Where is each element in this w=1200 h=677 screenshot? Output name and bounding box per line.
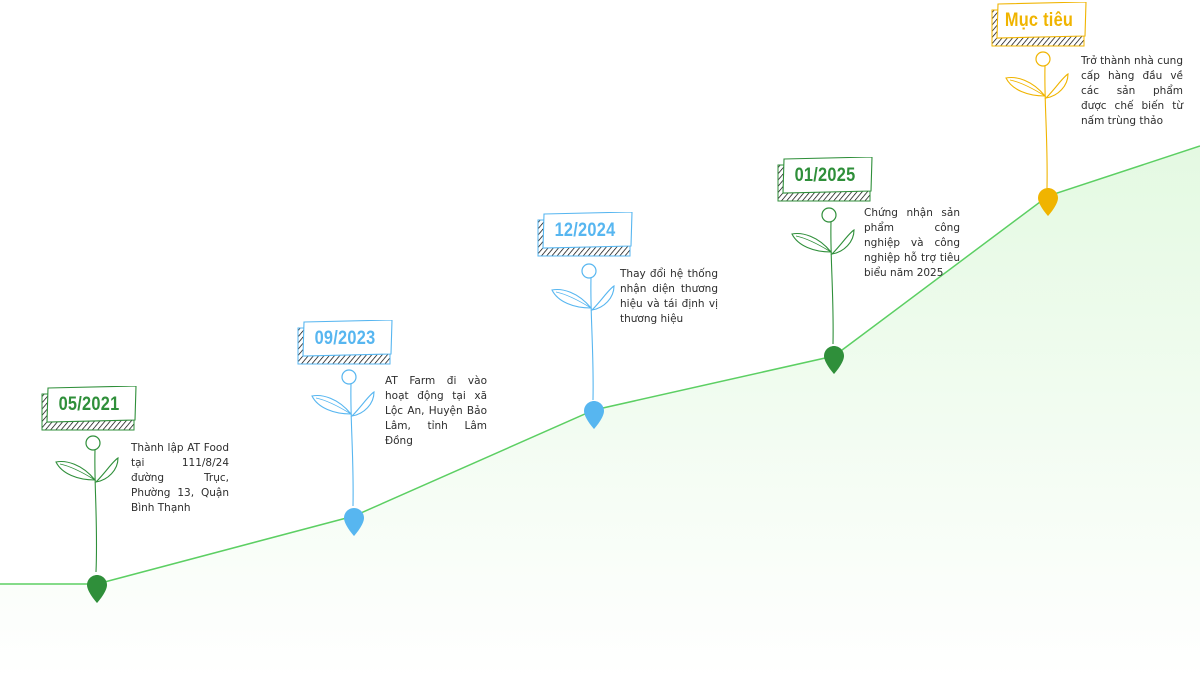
date-label: 09/2023 xyxy=(296,320,394,366)
sprout-icon xyxy=(311,369,375,507)
milestone-description: Trở thành nhà cung cấp hàng đầu về các s… xyxy=(1081,55,1183,127)
sprout-icon xyxy=(551,263,615,401)
milestone-description: Chứng nhận sản phẩm công nghiệp và công … xyxy=(864,207,960,279)
map-pin-icon xyxy=(87,575,107,603)
milestone-description: Thành lập AT Food tại 111/8/24 đường Trụ… xyxy=(131,442,229,514)
map-pin-icon xyxy=(824,346,844,374)
date-label: 05/2021 xyxy=(40,386,138,432)
date-label: 01/2025 xyxy=(776,157,874,203)
date-text: 01/2025 xyxy=(794,165,856,186)
sprout-icon xyxy=(791,207,855,345)
map-pin-icon xyxy=(344,508,364,536)
goal-text: Mục tiêu xyxy=(1004,10,1074,31)
goal-label: Mục tiêu xyxy=(990,2,1088,48)
date-text: 12/2024 xyxy=(554,220,616,241)
milestone-description: AT Farm đi vào hoạt động tại xã Lộc An, … xyxy=(385,375,487,447)
date-label: 12/2024 xyxy=(536,212,634,258)
date-text: 05/2021 xyxy=(58,394,120,415)
milestone-description: Thay đổi hệ thống nhận diện thương hiệu … xyxy=(620,268,718,325)
map-pin-icon xyxy=(1038,188,1058,216)
date-text: 09/2023 xyxy=(314,328,376,349)
sprout-icon xyxy=(1005,51,1069,189)
sprout-icon xyxy=(55,435,119,573)
map-pin-icon xyxy=(584,401,604,429)
